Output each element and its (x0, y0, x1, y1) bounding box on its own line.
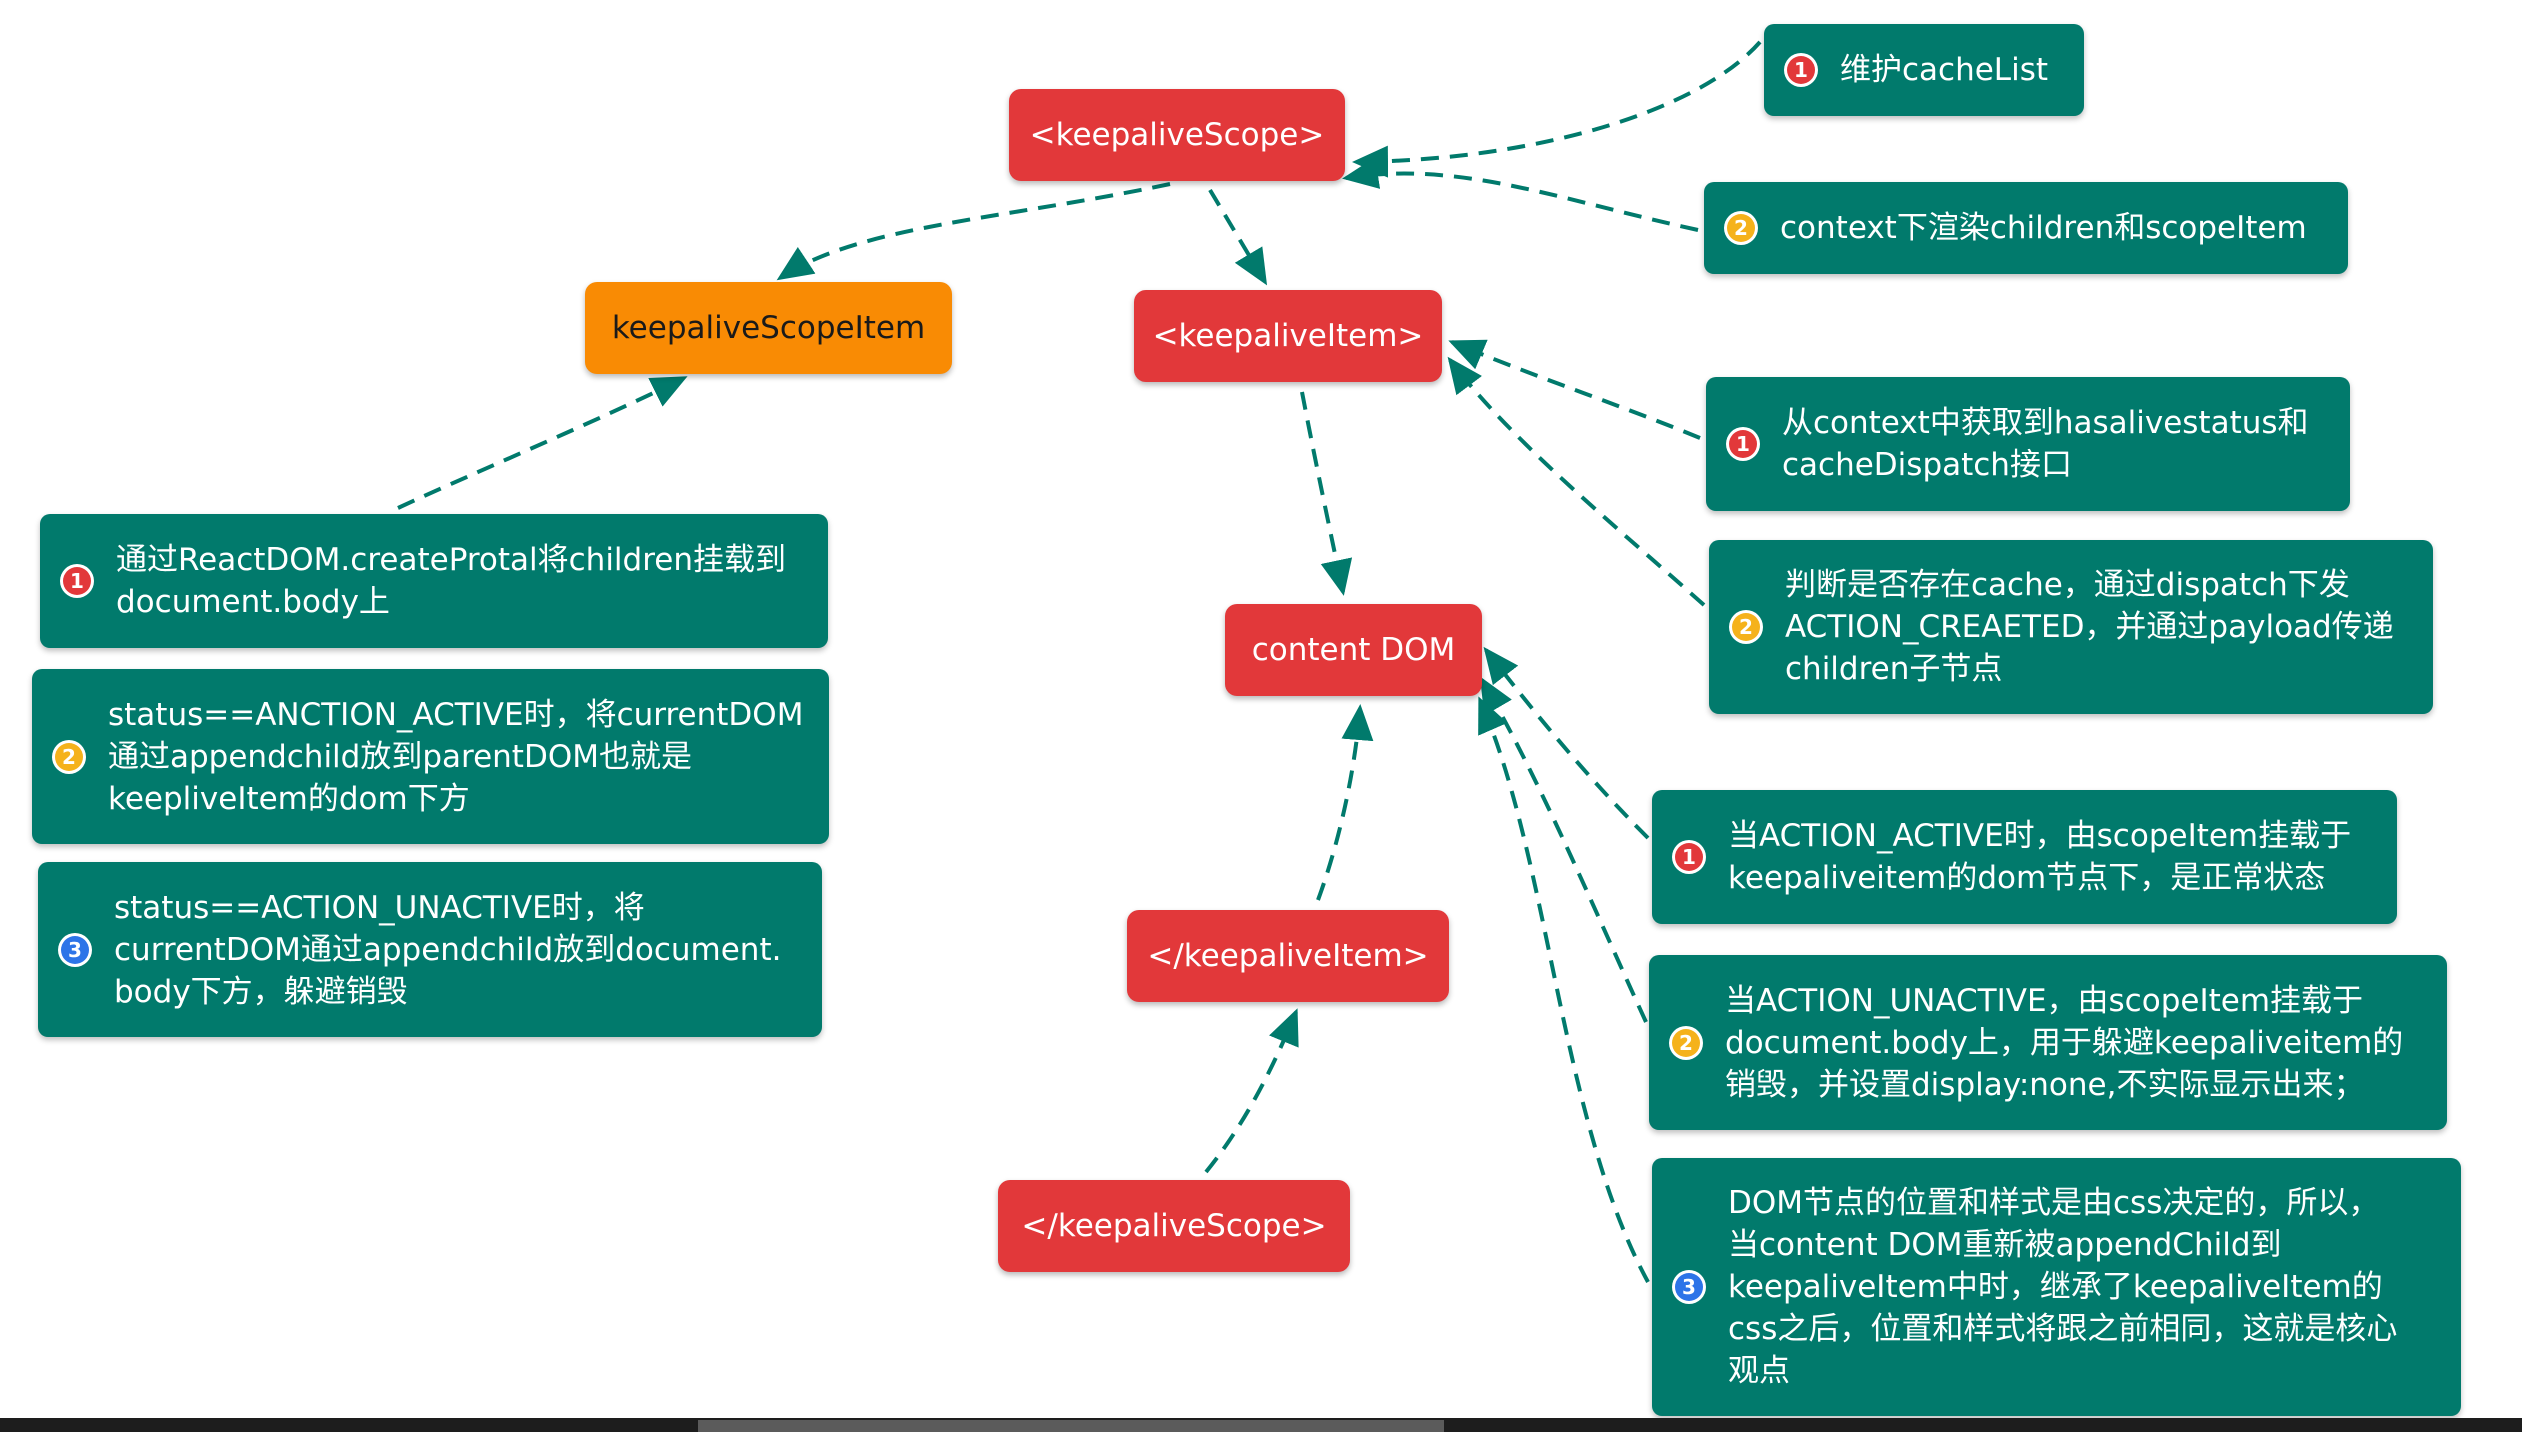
note-line: children子节点 (1785, 651, 2003, 687)
note-line: 从context中获取到hasalivestatus和 (1782, 405, 2309, 441)
edge-note-item1-to-item (1448, 339, 1701, 440)
horizontal-scrollbar-thumb[interactable] (698, 1420, 1444, 1432)
edge-note-item2-to-item (1447, 356, 1706, 607)
edge-note-content1-to-content (1483, 646, 1650, 840)
edge-note-scopeitem1-to-scopeitem (397, 376, 688, 510)
note-line: document.body上，用于躲避keepaliveitem的 (1725, 1024, 2404, 1061)
number-badge-2-icon: 2 (1669, 1025, 1703, 1060)
note-line: DOM节点的位置和样式是由css决定的，所以， (1728, 1185, 2380, 1221)
note-text: 从context中获取到hasalivestatus和 cacheDispatc… (1782, 402, 2309, 486)
edge-note-content3-to-content (1478, 696, 1650, 1283)
note-item-1: 1 从context中获取到hasalivestatus和 cacheDispa… (1706, 377, 2350, 511)
note-line: css之后，位置和样式将跟之前相同，这就是核心 (1728, 1311, 2398, 1347)
note-scopeitem-1: 1 通过ReactDOM.createProtal将children挂载到 do… (40, 514, 828, 648)
note-text: 当ACTION_ACTIVE时，由scopeItem挂载于 keepalivei… (1728, 815, 2351, 899)
edge-scope-to-scopeitem (776, 182, 1171, 281)
note-text: status==ANCTION_ACTIVE时，将currentDOM 通过ap… (108, 694, 803, 820)
note-line: 观点 (1728, 1353, 1790, 1389)
note-line: 当ACTION_UNACTIVE，由scopeItem挂载于 (1725, 982, 2364, 1019)
note-line: cacheDispatch接口 (1782, 447, 2072, 483)
note-line: status==ACTION_UNACTIVE时，将 (114, 889, 645, 926)
note-line: 通过ReactDOM.createProtal将children挂载到 (116, 542, 787, 578)
number-badge-1-icon: 1 (60, 564, 94, 598)
number-badge-3-icon: 3 (1672, 1270, 1706, 1304)
node-keepalive-scope-close: </keepaliveScope> (998, 1180, 1350, 1272)
edge-note-content2-to-content (1479, 676, 1648, 1023)
node-keepalive-scope: <keepaliveScope> (1009, 89, 1345, 181)
note-content-1: 1 当ACTION_ACTIVE时，由scopeItem挂载于 keepaliv… (1652, 790, 2397, 924)
note-text: DOM节点的位置和样式是由css决定的，所以， 当content DOM重新被a… (1728, 1182, 2397, 1392)
note-line: document.body上 (116, 584, 390, 620)
number-badge-1-icon: 1 (1784, 53, 1818, 87)
edge-note-scope2-to-scope (1342, 157, 1699, 232)
node-keepalive-item-close: </keepaliveItem> (1127, 910, 1449, 1002)
edge-scopeclose-to-itemclose (1204, 1008, 1299, 1174)
node-keepalive-scope-item: keepaliveScopeItem (585, 282, 952, 374)
number-badge-2-icon: 2 (1729, 610, 1763, 644)
note-text: 当ACTION_UNACTIVE，由scopeItem挂载于 document.… (1725, 980, 2403, 1106)
edge-itemclose-to-content (1316, 704, 1374, 901)
note-line: ACTION_CREAETED，并通过payload传递 (1785, 609, 2394, 645)
note-text: status==ACTION_UNACTIVE时，将 currentDOM通过a… (114, 887, 781, 1013)
number-badge-3-icon: 3 (58, 932, 92, 967)
node-content-dom: content DOM (1225, 604, 1482, 696)
note-scope-2: 2 context下渲染children和scopeItem (1704, 182, 2348, 274)
note-content-2: 2 当ACTION_UNACTIVE，由scopeItem挂载于 documen… (1649, 955, 2447, 1130)
note-text: 通过ReactDOM.createProtal将children挂载到 docu… (116, 539, 786, 623)
edge-item-to-content (1300, 391, 1353, 596)
note-line: status==ANCTION_ACTIVE时，将currentDOM (108, 696, 804, 733)
note-line: body下方，躲避销毁 (114, 973, 408, 1010)
note-content-3: 3 DOM节点的位置和样式是由css决定的，所以， 当content DOM重新… (1652, 1158, 2461, 1416)
note-text: context下渲染children和scopeItem (1780, 210, 2307, 246)
note-line: 当content DOM重新被appendChild到 (1728, 1227, 2282, 1263)
number-badge-1-icon: 1 (1672, 840, 1706, 874)
note-item-2: 2 判断是否存在cache，通过dispatch下发 ACTION_CREAET… (1709, 540, 2433, 714)
note-scopeitem-2: 2 status==ANCTION_ACTIVE时，将currentDOM 通过… (32, 669, 829, 844)
note-line: 销毁，并设置display:none,不实际显示出来； (1725, 1066, 2365, 1103)
number-badge-2-icon: 2 (1724, 211, 1758, 245)
note-line: keepaliveitem的dom节点下，是正常状态 (1728, 860, 2326, 896)
note-text: 维护cacheList (1840, 52, 2048, 88)
number-badge-2-icon: 2 (52, 739, 86, 774)
number-badge-1-icon: 1 (1726, 427, 1760, 461)
edge-note-scope1-to-scope (1352, 40, 1762, 178)
edge-scope-to-item (1208, 188, 1268, 286)
note-line: 判断是否存在cache，通过dispatch下发 (1785, 567, 2350, 603)
note-scope-1: 1 维护cacheList (1764, 24, 2084, 116)
note-line: currentDOM通过appendchild放到document. (114, 931, 782, 968)
note-text: 判断是否存在cache，通过dispatch下发 ACTION_CREAETED… (1785, 564, 2394, 690)
node-keepalive-item: <keepaliveItem> (1134, 290, 1442, 382)
note-line: keepaliveItem中时，继承了keepaliveItem的 (1728, 1269, 2383, 1305)
note-line: keepliveItem的dom下方 (108, 780, 470, 817)
note-scopeitem-3: 3 status==ACTION_UNACTIVE时，将 currentDOM通… (38, 862, 822, 1037)
note-line: 当ACTION_ACTIVE时，由scopeItem挂载于 (1728, 818, 2352, 854)
note-line: 通过appendchild放到parentDOM也就是 (108, 738, 692, 775)
